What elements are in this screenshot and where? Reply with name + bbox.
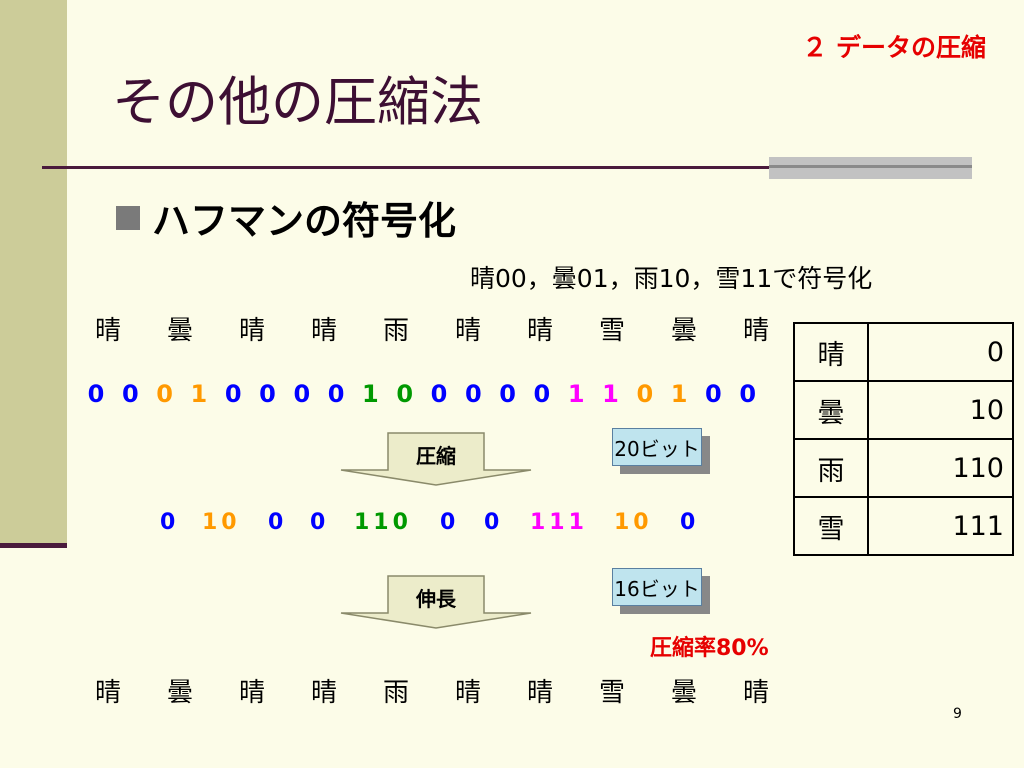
bit-digit: 1 [670,380,688,408]
bit-digit: 0 [533,380,551,408]
decoded-symbol-row: 晴 曇 晴 晴 雨 晴 晴 雪 曇 晴 [88,672,778,708]
down-arrow-icon [340,575,532,629]
symbol-cell: 晴 [526,316,553,346]
expand-label: 伸長 [416,587,456,611]
table-symbol: 曇 [793,380,869,440]
bit-digit: 0 [705,380,722,408]
table-code: 111 [867,496,1014,556]
bit-digit: 0 [396,380,414,408]
table-row: 曇 10 [793,380,1014,440]
bit-digit: 1 [602,380,619,408]
huffman-code-row: 0 10 0 0 110 0 0 111 10 0 [150,510,710,544]
symbol-cell: 晴 [526,678,553,708]
right-decor-bar-line [769,165,972,168]
original-symbol-row: 晴 曇 晴 晴 雨 晴 晴 雪 曇 晴 [88,310,778,346]
bit-digit: 1 [567,380,585,408]
bit-digit: 0 [327,380,345,408]
code-group: 110 [354,510,412,535]
bullet-square-icon [116,205,140,230]
symbol-cell: 晴 [310,678,337,708]
table-code: 10 [867,380,1014,440]
symbol-cell: 曇 [166,678,193,708]
compress-label: 圧縮 [416,444,456,468]
bits-before-label: 20ビット [612,428,702,466]
bit-digit: 0 [293,380,311,408]
table-row: 雨 110 [793,438,1014,498]
code-group: 0 [680,510,700,535]
bullet-heading: ハフマンの符号化 [116,190,456,245]
symbol-cell: 雪 [598,316,625,346]
huffman-code-table: 晴 0 曇 10 雨 110 雪 111 [793,322,1014,556]
symbol-cell: 雨 [382,316,409,346]
symbol-cell: 晴 [310,316,337,346]
bit-digit: 0 [499,380,516,408]
bit-digit: 0 [259,380,276,408]
symbol-cell: 雪 [598,678,625,708]
bullet-text: ハフマンの符号化 [152,199,457,243]
code-group: 10 [614,510,653,535]
symbol-cell: 晴 [94,678,121,708]
table-symbol: 雨 [793,438,869,498]
bits-after-badge: 16ビット [612,568,710,614]
bit-digit: 0 [636,380,654,408]
symbol-cell: 晴 [742,678,769,708]
left-decor-line [0,543,67,548]
table-code: 110 [867,438,1014,498]
symbol-cell: 晴 [238,678,265,708]
bit-digit: 0 [430,380,448,408]
code-group: 0 [440,510,460,535]
symbol-cell: 曇 [670,316,697,346]
symbol-cell: 雨 [382,678,409,708]
bit-digit: 1 [190,380,208,408]
bit-digit: 1 [362,380,379,408]
bit-digit: 0 [156,380,173,408]
expand-arrow: 伸長 [340,575,532,633]
code-group: 0 [484,510,504,535]
bit-digit: 0 [121,380,139,408]
code-group: 111 [530,510,588,535]
bit-digit: 0 [224,380,242,408]
section-label: ２ データの圧縮 [802,33,986,62]
page-title: その他の圧縮法 [112,72,483,133]
slide-number: 9 [953,706,962,722]
symbol-cell: 晴 [454,678,481,708]
symbol-cell: 晴 [238,316,265,346]
table-row: 晴 0 [793,322,1014,382]
code-group: 0 [310,510,330,535]
bits-after-label: 16ビット [612,568,702,606]
table-row: 雪 111 [793,496,1014,556]
symbol-cell: 晴 [454,316,481,346]
mapping-note: 晴00，曇01，雨10，雪11で符号化 [470,264,873,293]
title-rule [42,166,772,169]
compression-ratio: 圧縮率80% [650,636,769,661]
down-arrow-icon [340,432,532,486]
bit-digit: 0 [464,380,482,408]
bit-digit: 0 [87,380,105,408]
code-group: 10 [202,510,241,535]
symbol-cell: 晴 [742,316,769,346]
left-decor-band [0,0,67,545]
table-symbol: 晴 [793,322,869,382]
bits-before-badge: 20ビット [612,428,710,474]
right-decor-bar [769,157,972,179]
fixed-bit-row: 0 0 0 1 0 0 0 0 1 0 0 0 0 0 1 1 0 1 0 0 [84,380,774,414]
table-symbol: 雪 [793,496,869,556]
symbol-cell: 晴 [94,316,121,346]
code-group: 0 [268,510,288,535]
symbol-cell: 曇 [166,316,193,346]
compress-arrow: 圧縮 [340,432,532,490]
code-group: 0 [160,510,180,535]
symbol-cell: 曇 [670,678,697,708]
table-code: 0 [867,322,1014,382]
bit-digit: 0 [739,380,757,408]
